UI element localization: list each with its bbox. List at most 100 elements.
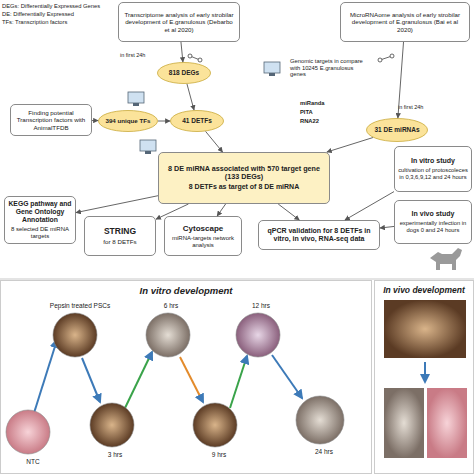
node-title: Cytoscape [183,224,223,233]
node-detail: experimentally infection in dogs 0 and 2… [398,220,468,233]
atom [198,58,202,62]
flow-arrow [278,204,299,220]
node-title: 818 DEGs [169,69,199,76]
molecule-icon [188,54,202,62]
flow-arrow [158,121,170,122]
node-detail: 8 selected DE miRNA targets [8,226,72,240]
node-title: MicroRNAome analysis of early strobilar … [344,11,466,32]
oval-shape [158,63,211,84]
micrograph [193,403,237,447]
time-arrow [125,352,152,408]
process-box: STRINGfor 8 DETFs [84,216,156,256]
count-oval: 41 DETFs [170,110,224,132]
monitor-stand [133,103,139,106]
time-arrow [82,358,100,402]
annotation-label: 12 hrs [246,302,276,309]
section-panel: In vitro development [0,280,372,474]
oval-shape [367,119,428,142]
node-title: STRING [104,227,136,237]
time-arrow [180,357,203,402]
node-title: 41 DETFs [182,117,212,124]
monitor-stand [145,151,151,154]
flow-arrow [181,42,183,62]
process-box: 8 DE miRNA associated with 570 target ge… [158,152,330,204]
node-title: KEGG pathway and Gene Ontology Annotatio… [8,200,72,223]
annotation-label: 6 hrs [156,302,186,309]
monitor-stand [269,73,275,76]
dog-icon [430,248,462,270]
flow-arrow [327,138,373,152]
node-title: In vitro development [140,286,233,297]
node-title: 394 unique TFs [105,117,150,124]
node-detail: for 8 DETFs [103,238,136,245]
atom [378,58,382,62]
flow-arrow [217,204,225,216]
annotation-label: in first 24h [398,104,438,110]
node-title: In vitro study [411,157,455,165]
micrograph [236,313,280,357]
annotation-label: NTC [18,458,48,465]
count-oval: 394 unique TFs [98,110,158,132]
process-box: Finding potential Transcription factors … [10,104,92,136]
time-arrow [424,362,426,382]
annotation-label: Genomic targets in compare with 10245 E.… [290,58,370,78]
annotation-label: in first 24h [120,52,160,58]
oval-shape [99,111,158,132]
node-title: qPCR validation for 8 DETFs in vitro, in… [262,227,376,243]
photo [384,388,424,458]
annotation-label: 24 hrs [309,448,339,455]
annotation-label: PITA [300,109,340,116]
process-box: In vitro study cultivation of protoscolec… [394,146,472,192]
flow-arrow [76,196,158,213]
monitor [128,92,144,103]
computer-icon [264,62,280,76]
time-arrow [230,356,247,408]
molecule-icon [378,54,394,62]
flow-arrow [187,84,194,110]
process-box: Cytoscape miRNA-targets network analysis [164,216,242,256]
flow-arrow [398,42,404,118]
atom [188,54,192,58]
count-oval: 31 DE miRNAs [366,118,428,142]
annotation-label: 9 hrs [204,451,234,458]
annotation-label: 3 hrs [100,451,130,458]
flow-arrow [92,120,98,121]
node-detail: miRNA-targets network analysis [168,235,238,249]
process-box: Transcriptome analysis of early strobila… [118,2,240,42]
process-box: KEGG pathway and Gene Ontology Annotatio… [4,196,76,244]
micrograph [6,410,50,454]
in-vivo-photos [384,300,467,458]
annotation-label: Pepsin treated PSCs [40,302,120,309]
process-box: qPCR validation for 8 DETFs in vitro, in… [258,220,380,250]
node-title: 8 DE miRNA associated with 570 target ge… [162,165,326,182]
computer-icon [128,92,144,106]
micrograph-series [6,313,344,454]
node-title: 31 DE miRNAs [374,126,419,133]
photo [427,388,467,458]
node-title: Transcriptome analysis of early strobila… [122,11,236,32]
monitor [140,140,156,151]
time-arrow [272,355,302,398]
flow-arrow [345,192,394,220]
micrograph [146,313,190,357]
process-box: In vivo study experimentally infection in… [394,200,472,244]
annotation-label: DE: Differentially Expressed [2,11,120,18]
annotation-label: RNA22 [300,118,340,125]
annotation-label: miRanda [300,100,340,107]
node-detail: 8 DETFs as target of 8 DE miRNA [189,183,299,191]
micrograph [296,396,344,444]
micrograph [90,403,134,447]
node-title: In vivo development [383,286,465,296]
node-detail: cultivation of protoscoleces in 0,3,6,9,… [398,167,468,180]
node-title: Finding potential Transcription factors … [14,109,88,130]
photo [384,300,466,358]
flow-arrow [206,131,223,152]
count-oval: 818 DEGs [157,62,211,84]
annotation-label: DEGs: Differentially Expressed Genes [2,3,120,10]
node-title: In vivo study [412,210,455,218]
micrograph [53,313,97,357]
annotation-label: TFs: Transcription factors [2,19,120,26]
section-panel: In vivo development [374,280,474,474]
